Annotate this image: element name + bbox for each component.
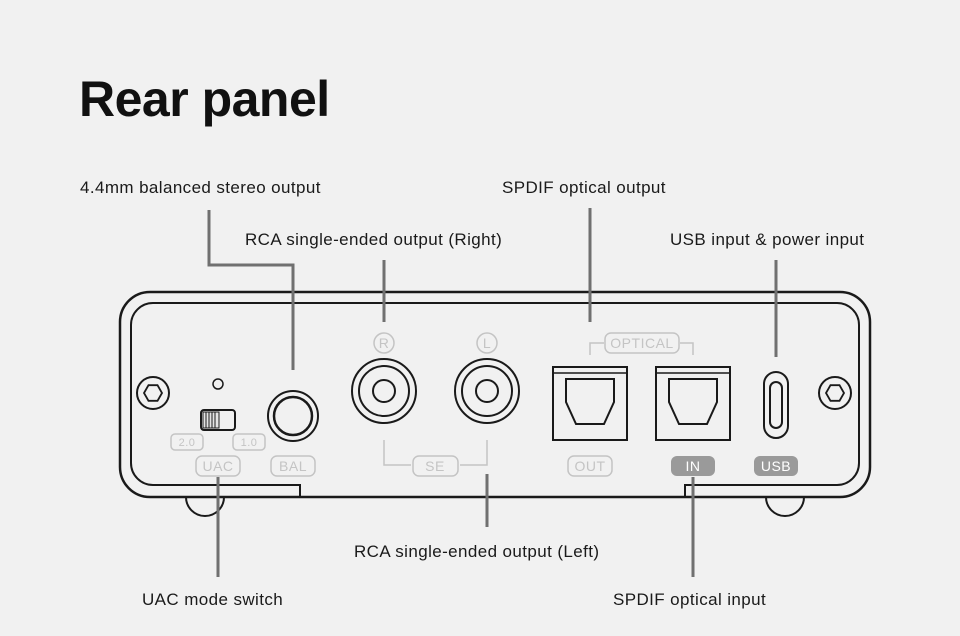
callout-rca-right: RCA single-ended output (Right) xyxy=(245,230,503,249)
callout-usb-input: USB input & power input xyxy=(670,230,865,249)
usb-label: USB xyxy=(761,458,791,474)
status-led xyxy=(212,378,224,390)
usb-c-port[interactable] xyxy=(763,371,789,439)
balanced-jack[interactable] xyxy=(267,390,319,442)
rca-right-jack[interactable] xyxy=(351,358,417,424)
bal-label: BAL xyxy=(279,458,307,474)
left-screw xyxy=(136,376,170,410)
rca-left-jack[interactable] xyxy=(454,358,520,424)
leader-balanced xyxy=(207,210,295,370)
uac-label: UAC xyxy=(202,458,233,474)
callout-spdif-in: SPDIF optical input xyxy=(613,590,767,609)
page-title: Rear panel xyxy=(79,71,330,127)
callout-rca-left: RCA single-ended output (Left) xyxy=(354,542,600,561)
callout-balanced-output: 4.4mm balanced stereo output xyxy=(80,178,321,197)
optical-out-port[interactable] xyxy=(552,366,628,441)
callout-uac-switch: UAC mode switch xyxy=(142,590,284,609)
right-screw xyxy=(818,376,852,410)
rca-r-label: R xyxy=(379,335,390,351)
uac-2-label: 2.0 xyxy=(179,437,196,449)
se-label: SE xyxy=(425,458,445,474)
out-label: OUT xyxy=(574,458,605,474)
optical-in-port[interactable] xyxy=(655,366,731,441)
uac-mode-switch[interactable] xyxy=(200,409,236,431)
optical-label: OPTICAL xyxy=(610,335,673,351)
right-foot xyxy=(765,496,805,517)
callout-spdif-out: SPDIF optical output xyxy=(502,178,666,197)
uac-1-label: 1.0 xyxy=(241,437,258,449)
rca-l-label: L xyxy=(483,335,491,351)
left-foot xyxy=(185,496,225,517)
in-label: IN xyxy=(686,458,701,474)
